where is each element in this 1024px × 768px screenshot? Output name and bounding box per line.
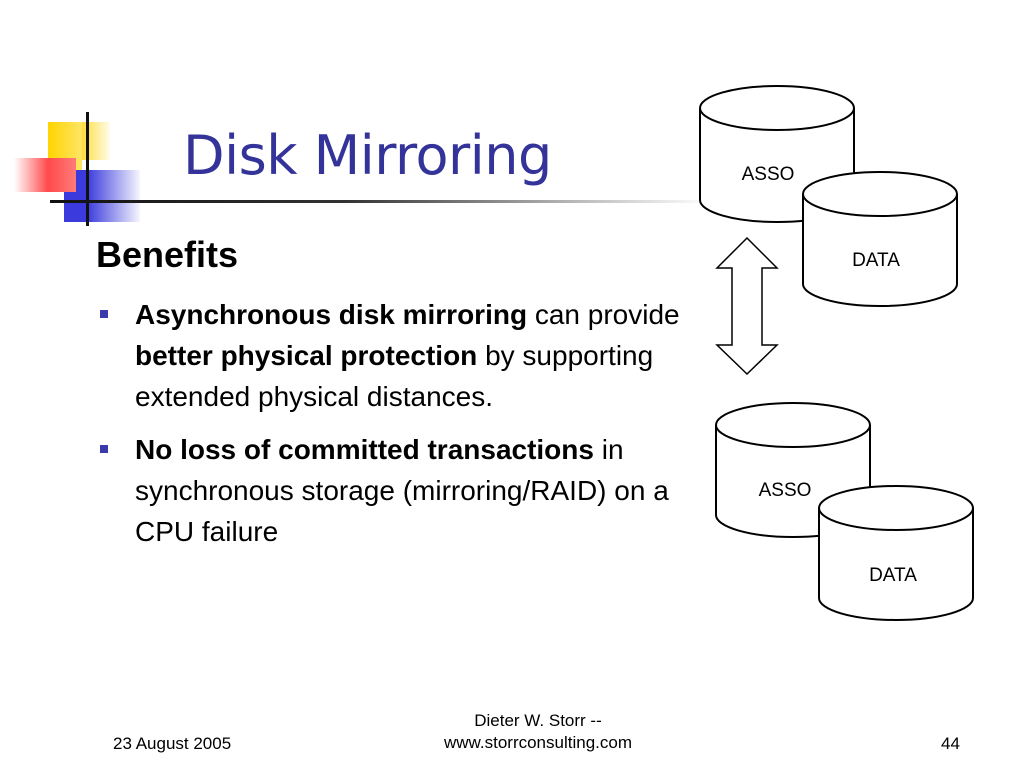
square-bullet-icon xyxy=(100,445,108,453)
bullet-bold-text: Asynchronous disk mirroring xyxy=(135,299,528,330)
cylinder-label: ASSO xyxy=(742,164,795,185)
slide-title: Disk Mirroring xyxy=(183,124,552,187)
bullet-text: in synchronous storage (mirroring/RAID) … xyxy=(135,434,669,547)
logo-blue-block xyxy=(64,170,140,222)
bullet-bold-text: No loss of committed transactions xyxy=(135,434,594,465)
title-underline-rule xyxy=(50,200,710,203)
bullet-text: by supporting extended physical distance… xyxy=(135,340,654,412)
logo-vertical-rule xyxy=(86,112,89,226)
cylinder-label: DATA xyxy=(852,250,900,271)
logo-red-block xyxy=(14,158,76,192)
square-bullet-icon xyxy=(100,310,108,318)
disk-cylinder-icon: DATA xyxy=(818,485,974,621)
double-arrow-icon xyxy=(715,236,779,376)
bullet-text: can provide xyxy=(527,299,680,330)
footer-author-name: Dieter W. Storr -- xyxy=(474,711,602,730)
section-heading: Benefits xyxy=(96,234,239,275)
footer-author-url: www.storrconsulting.com xyxy=(443,733,632,752)
page-number: 44 xyxy=(941,734,960,753)
bullet-bold-text: better physical protection xyxy=(135,340,478,371)
footer-author: Dieter W. Storr -- www.storrconsulting.c… xyxy=(388,710,688,754)
cylinder-label: DATA xyxy=(869,565,917,586)
bullet-list: Asynchronous disk mirroring can provide … xyxy=(96,294,686,564)
disk-cylinder-icon: DATA xyxy=(802,171,958,307)
footer-date: 23 August 2005 xyxy=(113,734,232,753)
bullet-item: No loss of committed transactions in syn… xyxy=(96,429,686,552)
bullet-item: Asynchronous disk mirroring can provide … xyxy=(96,294,686,417)
cylinder-label: ASSO xyxy=(759,480,812,501)
